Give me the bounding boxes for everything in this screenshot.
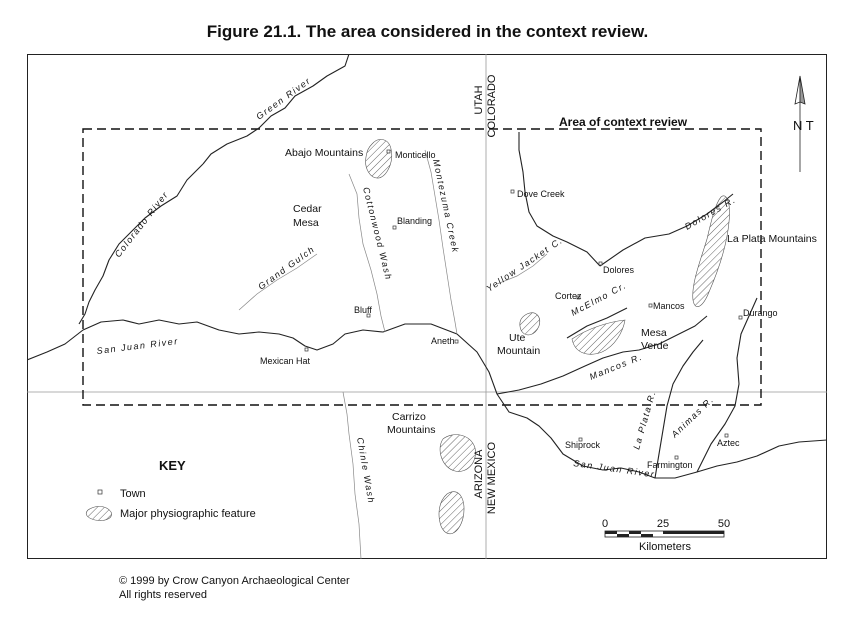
label-colorado-river: Colorado River xyxy=(113,189,171,259)
town-dove-creek: Dove Creek xyxy=(517,189,565,199)
state-label-utah: UTAH xyxy=(473,85,485,114)
cottonwood-wash xyxy=(348,173,386,333)
grand-gulch xyxy=(238,253,318,311)
town-cortez: Cortez xyxy=(555,291,582,301)
label-san-juan-river-west: San Juan River xyxy=(96,336,179,356)
feature-south-az xyxy=(438,491,465,535)
label-carrizo-2: Mountains xyxy=(387,424,435,436)
map-key: KEY Town Major physiographic feature xyxy=(85,458,256,521)
key-feature-symbol xyxy=(85,506,112,521)
ute-mountain-feature xyxy=(519,312,540,336)
town-bluff: Bluff xyxy=(354,305,372,315)
label-montezuma-creek: Montezuma Creek xyxy=(431,158,461,254)
scale-tick-50: 50 xyxy=(718,518,730,530)
town-markers xyxy=(304,149,743,460)
state-label-new-mexico: NEW MEXICO xyxy=(486,442,498,515)
label-ute-mountain-2: Mountain xyxy=(497,345,540,357)
la-plata-river xyxy=(654,339,704,479)
north-arrow: N T xyxy=(793,75,814,172)
map: UTAH COLORADO ARIZONA NEW MEXICO Area of… xyxy=(27,54,827,559)
state-label-arizona: ARIZONA xyxy=(473,449,485,499)
mesa-verde-feature xyxy=(571,319,626,355)
green-river xyxy=(202,54,350,165)
copyright-line-1: © 1999 by Crow Canyon Archaeological Cen… xyxy=(119,575,350,587)
san-juan-river-west xyxy=(27,319,458,361)
label-abajo-mountains: Abajo Mountains xyxy=(285,147,363,159)
label-green-river: Green River xyxy=(254,75,312,121)
town-farmington: Farmington xyxy=(647,460,693,470)
town-durango: Durango xyxy=(743,308,778,318)
scale-tick-25: 25 xyxy=(657,518,669,530)
label-ute-mountain-1: Ute xyxy=(509,332,526,344)
north-arrow-label: N T xyxy=(793,118,814,133)
label-la-plata-mountains: La Plata Mountains xyxy=(727,233,817,245)
town-aztec: Aztec xyxy=(717,438,740,448)
label-chinle-wash: Chinle Wash xyxy=(355,437,377,505)
mancos-river xyxy=(496,315,708,395)
key-town-label: Town xyxy=(120,488,146,500)
san-juan-river-east xyxy=(456,333,827,479)
chinle-wash xyxy=(348,433,362,559)
scale-bar: 0 25 50 Kilometers xyxy=(602,518,730,553)
label-mesa-verde-1: Mesa xyxy=(641,327,667,339)
map-border xyxy=(27,54,827,559)
key-town-symbol xyxy=(97,489,103,495)
town-mancos: Mancos xyxy=(653,301,685,311)
label-carrizo-1: Carrizo xyxy=(392,411,426,423)
mcelmo-creek xyxy=(566,307,628,339)
yellow-jacket-creek xyxy=(496,253,548,285)
montezuma-creek xyxy=(424,149,458,335)
town-aneth: Aneth xyxy=(431,336,455,346)
review-area-box xyxy=(82,128,762,406)
copyright-line-2: All rights reserved xyxy=(119,589,208,601)
wash-north-arizona xyxy=(342,391,350,435)
town-mexican-hat: Mexican Hat xyxy=(260,356,311,366)
abajo-mountains-feature xyxy=(365,139,392,179)
rivers xyxy=(27,54,827,479)
figure-title: Figure 21.1. The area considered in the … xyxy=(206,22,649,41)
label-grand-gulch: Grand Gulch xyxy=(256,244,317,292)
town-blanding: Blanding xyxy=(397,216,432,226)
colorado-river xyxy=(78,163,204,325)
dolores-river-north xyxy=(518,132,601,267)
river-labels: Green River Colorado River San Juan Rive… xyxy=(96,75,738,504)
label-san-juan-river-east: San Juan River xyxy=(573,458,656,479)
label-cedar-mesa-1: Cedar xyxy=(293,203,322,215)
washes xyxy=(238,149,548,559)
label-la-plata-river: La Plata R. xyxy=(631,389,657,450)
scale-tick-0: 0 xyxy=(602,518,608,530)
animas-river xyxy=(696,297,758,473)
state-label-colorado: COLORADO xyxy=(486,74,498,137)
scale-unit: Kilometers xyxy=(639,541,691,553)
review-area-label: Area of context review xyxy=(559,115,688,129)
label-cottonwood-wash: Cottonwood Wash xyxy=(361,186,394,281)
dolores-river xyxy=(599,193,734,267)
la-plata-mountains-feature xyxy=(692,195,730,307)
label-mancos-river: Mancos R. xyxy=(588,351,644,381)
feature-labels: Abajo Mountains Cedar Mesa La Plata Moun… xyxy=(285,147,817,436)
copyright: © 1999 by Crow Canyon Archaeological Cen… xyxy=(119,574,350,602)
label-yellow-jacket: Yellow Jacket C. xyxy=(485,235,565,294)
town-dolores: Dolores xyxy=(603,265,635,275)
town-labels: Monticello Dove Creek Blanding Dolores C… xyxy=(260,150,778,470)
label-cedar-mesa-2: Mesa xyxy=(293,217,319,229)
town-shiprock: Shiprock xyxy=(565,440,601,450)
label-mesa-verde-2: Verde xyxy=(641,340,669,352)
key-feature-label: Major physiographic feature xyxy=(120,508,256,520)
key-title: KEY xyxy=(159,458,186,473)
label-animas-river: Animas R. xyxy=(669,394,716,440)
town-monticello: Monticello xyxy=(395,150,436,160)
carrizo-mountains-feature xyxy=(439,434,476,472)
